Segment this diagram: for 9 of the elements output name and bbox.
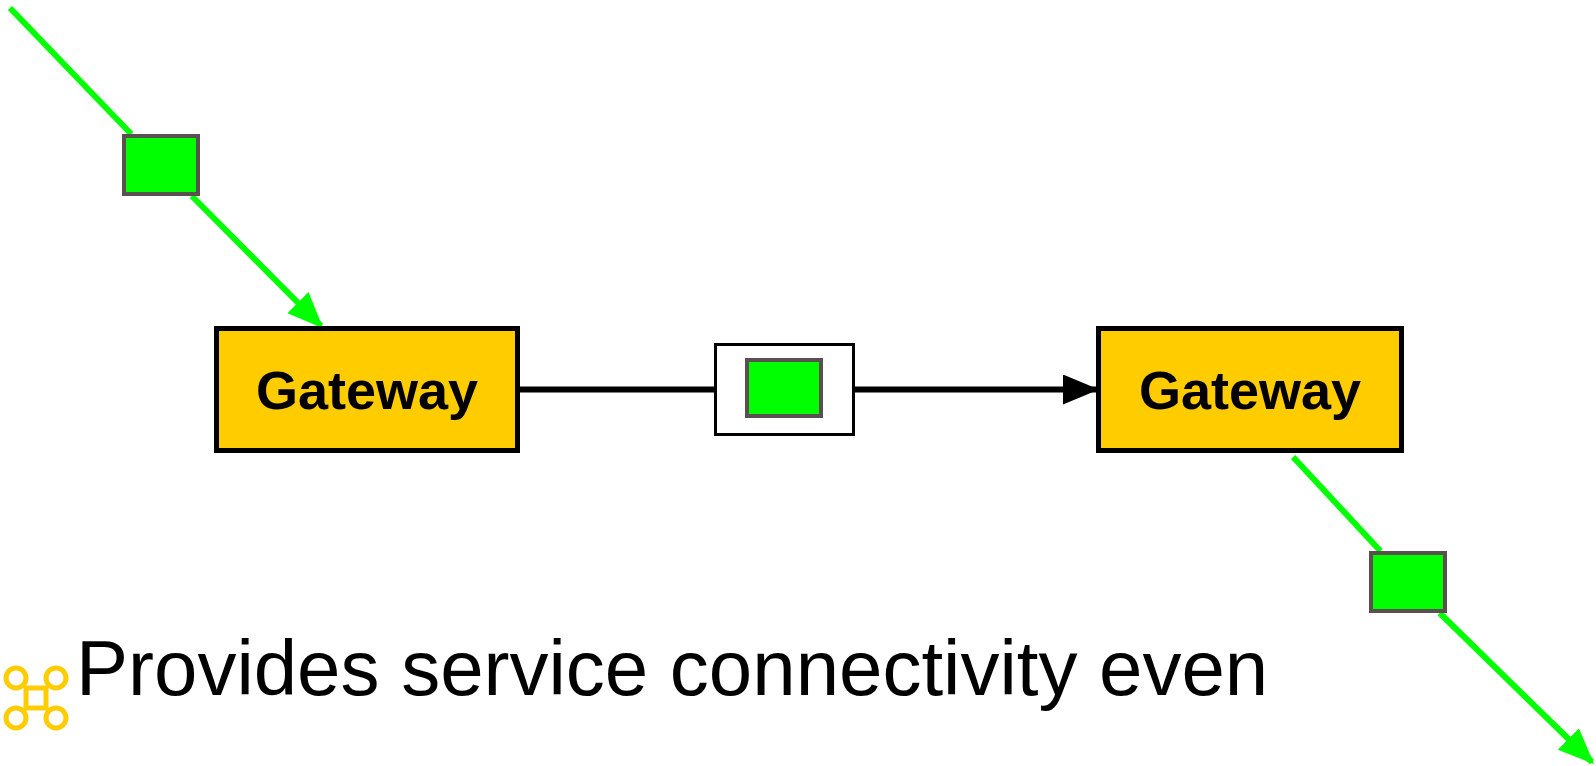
bullet-text: Provides service connectivity even [76, 626, 1269, 712]
packet-square [122, 134, 200, 196]
gateway-box [1096, 326, 1404, 453]
packet-square [745, 358, 823, 418]
node-label: Gateway [1138, 358, 1362, 421]
packet-square [1369, 551, 1447, 613]
gateway-box [214, 326, 520, 453]
packet-frame [714, 343, 855, 436]
node-label: Gateway [255, 358, 479, 421]
